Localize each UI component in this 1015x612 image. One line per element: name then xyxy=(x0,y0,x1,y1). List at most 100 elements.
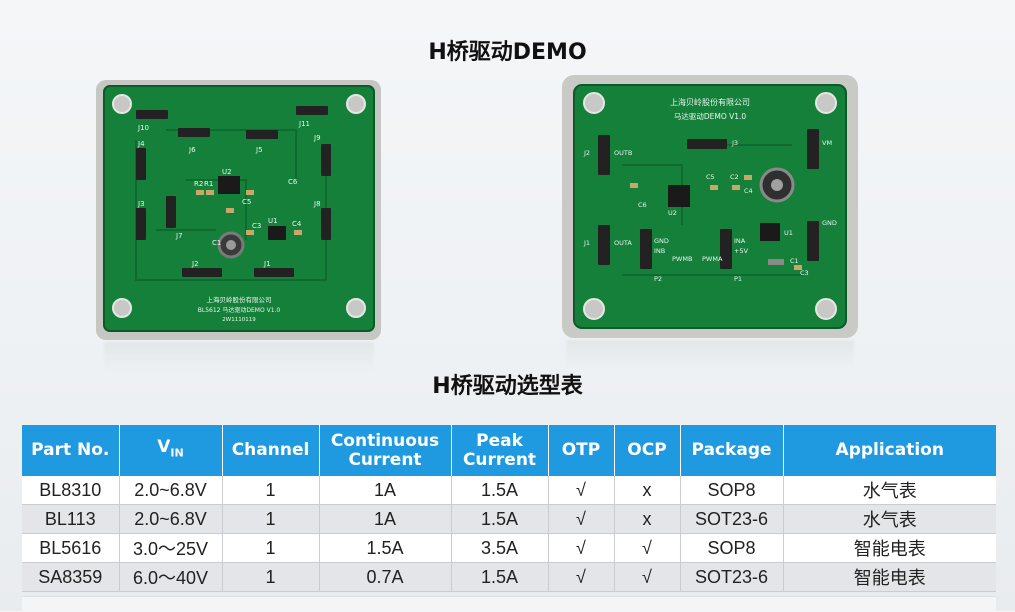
cell-application: 智能电表 xyxy=(783,533,996,563)
svg-text:J8: J8 xyxy=(313,200,321,208)
svg-text:J5: J5 xyxy=(255,146,263,154)
svg-text:GND: GND xyxy=(822,219,837,227)
right-board-name: 马达驱动DEMO V1.0 xyxy=(674,111,747,121)
cell-vin: 2.0~6.8V xyxy=(119,504,223,534)
svg-text:J1: J1 xyxy=(263,260,271,268)
table-footer-band xyxy=(22,596,996,612)
cell-application: 智能电表 xyxy=(783,562,996,592)
svg-text:C6: C6 xyxy=(288,178,298,186)
svg-text:VM: VM xyxy=(822,139,832,147)
header-channel: Channel xyxy=(222,425,320,476)
svg-text:C1: C1 xyxy=(790,257,799,265)
cell-otp: √ xyxy=(548,533,615,563)
svg-text:C6: C6 xyxy=(638,201,647,209)
svg-text:U2: U2 xyxy=(668,209,677,217)
svg-text:R1: R1 xyxy=(204,180,213,188)
svg-text:OUTB: OUTB xyxy=(614,149,632,157)
table-row: SA8359 6.0～40V 1 0.7A 1.5A √ √ SOT23-6 智… xyxy=(22,562,996,592)
svg-text:J2: J2 xyxy=(191,260,199,268)
svg-text:J9: J9 xyxy=(313,134,321,142)
cell-application: 水气表 xyxy=(783,476,996,505)
cell-channel: 1 xyxy=(222,476,320,505)
svg-text:J7: J7 xyxy=(175,232,183,240)
right-board-company: 上海贝岭股份有限公司 xyxy=(670,97,750,107)
cell-vin: 2.0~6.8V xyxy=(119,476,223,505)
table-header-row: Part No. VIN Channel Continuous Current … xyxy=(22,425,996,476)
cell-otp: √ xyxy=(548,562,615,592)
svg-text:U2: U2 xyxy=(222,168,232,176)
svg-text:P2: P2 xyxy=(654,275,662,283)
svg-text:J1: J1 xyxy=(583,239,590,247)
cell-peak-current: 1.5A xyxy=(451,476,549,505)
svg-text:P1: P1 xyxy=(734,275,742,283)
svg-text:C2: C2 xyxy=(730,173,739,181)
cell-otp: √ xyxy=(548,504,615,534)
svg-text:C5: C5 xyxy=(706,173,715,181)
svg-text:J3: J3 xyxy=(731,139,738,147)
cell-peak-current: 3.5A xyxy=(451,533,549,563)
svg-text:R2: R2 xyxy=(194,180,203,188)
table-row: BL113 2.0~6.8V 1 1A 1.5A √ x SOT23-6 水气表 xyxy=(22,504,996,534)
svg-text:J6: J6 xyxy=(188,146,196,154)
svg-text:INB: INB xyxy=(654,247,665,255)
cell-ocp: √ xyxy=(614,533,681,563)
cell-part-no: BL8310 xyxy=(22,476,120,505)
cell-channel: 1 xyxy=(222,504,320,534)
svg-text:PWMB: PWMB xyxy=(672,255,692,263)
pcb xyxy=(103,85,375,332)
svg-text:C4: C4 xyxy=(292,220,302,228)
cell-continuous-current: 1A xyxy=(319,504,452,534)
header-peak-current: Peak Current xyxy=(451,425,549,476)
table-row: BL5616 3.0～25V 1 1.5A 3.5A √ √ SOP8 智能电表 xyxy=(22,533,996,563)
svg-text:J2: J2 xyxy=(583,149,590,157)
header-continuous-current: Continuous Current xyxy=(319,425,452,476)
cell-continuous-current: 1A xyxy=(319,476,452,505)
svg-text:C3: C3 xyxy=(800,269,809,277)
pcb xyxy=(573,84,847,329)
left-board-name: BL5612 马达驱动DEMO V1.0 xyxy=(198,306,281,314)
cell-peak-current: 1.5A xyxy=(451,504,549,534)
cell-ocp: x xyxy=(614,504,681,534)
header-part-no: Part No. xyxy=(22,425,120,476)
cell-part-no: BL113 xyxy=(22,504,120,534)
cell-package: SOP8 xyxy=(680,533,784,563)
svg-text:C4: C4 xyxy=(744,187,753,195)
header-otp: OTP xyxy=(548,425,615,476)
cell-otp: √ xyxy=(548,476,615,505)
svg-text:PWMA: PWMA xyxy=(702,255,723,263)
cell-package: SOP8 xyxy=(680,476,784,505)
svg-text:+5V: +5V xyxy=(734,247,749,255)
svg-text:J4: J4 xyxy=(137,140,145,148)
svg-text:C3: C3 xyxy=(252,222,261,230)
selection-table-container: Part No. VIN Channel Continuous Current … xyxy=(22,425,996,612)
left-board-reflection xyxy=(104,342,374,372)
svg-text:U1: U1 xyxy=(268,217,278,225)
cell-continuous-current: 1.5A xyxy=(319,533,452,563)
right-board-reflection xyxy=(566,340,854,370)
cell-channel: 1 xyxy=(222,533,320,563)
cell-part-no: BL5616 xyxy=(22,533,120,563)
left-board-company: 上海贝岭股份有限公司 xyxy=(207,295,272,304)
svg-text:J3: J3 xyxy=(137,200,145,208)
cell-application: 水气表 xyxy=(783,504,996,534)
cell-vin: 6.0～40V xyxy=(119,562,223,592)
h-bridge-selection-table: Part No. VIN Channel Continuous Current … xyxy=(22,425,996,592)
header-package: Package xyxy=(680,425,784,476)
svg-text:INA: INA xyxy=(734,237,746,245)
cell-channel: 1 xyxy=(222,562,320,592)
cell-part-no: SA8359 xyxy=(22,562,120,592)
cell-package: SOT23-6 xyxy=(680,562,784,592)
cell-peak-current: 1.5A xyxy=(451,562,549,592)
cell-ocp: x xyxy=(614,476,681,505)
header-vin: VIN xyxy=(119,425,223,476)
svg-text:C1: C1 xyxy=(212,239,221,247)
svg-text:C5: C5 xyxy=(242,198,251,206)
svg-text:J10: J10 xyxy=(137,124,149,132)
svg-text:U1: U1 xyxy=(784,229,793,237)
cell-vin: 3.0～25V xyxy=(119,533,223,563)
header-ocp: OCP xyxy=(614,425,681,476)
